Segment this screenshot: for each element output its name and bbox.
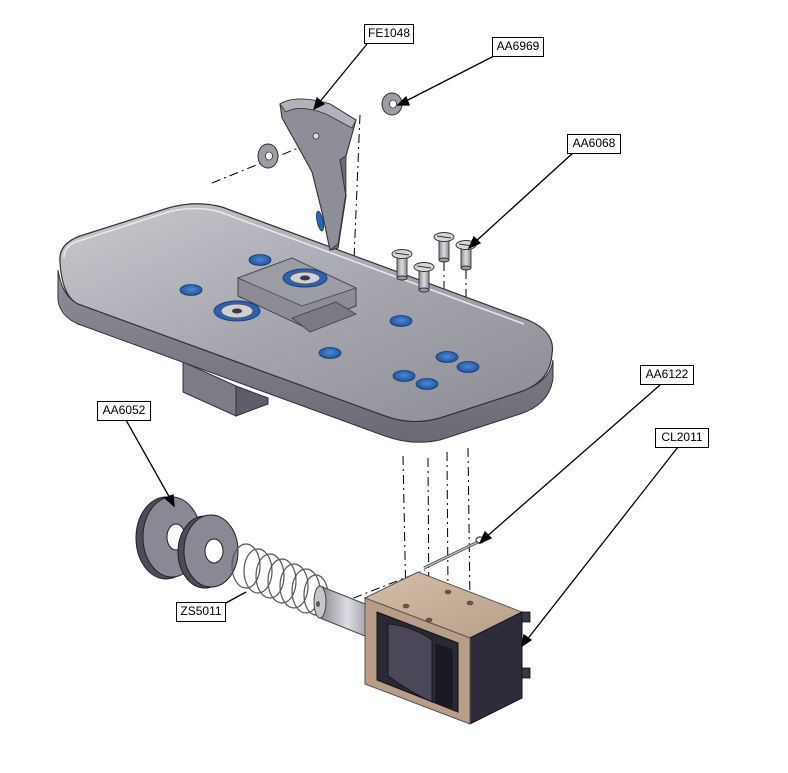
- callout-fe1048: FE1048: [364, 24, 414, 44]
- callout-zs5011: ZS5011: [176, 602, 226, 622]
- callout-cl2011: CL2011: [655, 428, 709, 448]
- callout-aa6052: AA6052: [97, 401, 151, 421]
- base-plate: [57, 203, 554, 443]
- spring-zs5011: [231, 543, 329, 616]
- cotter-pin-aa6122: [423, 536, 485, 570]
- washer-aa6969: [381, 92, 403, 116]
- washers-aa6052: [135, 496, 239, 589]
- leader-lines: [125, 43, 679, 648]
- lever-part: [279, 98, 357, 251]
- solenoid-cl2011: [363, 571, 531, 725]
- callout-aa6068: AA6068: [567, 134, 621, 154]
- washer-lever-pivot: [257, 143, 279, 169]
- callout-aa6122: AA6122: [640, 365, 694, 385]
- callout-aa6969: AA6969: [492, 37, 544, 57]
